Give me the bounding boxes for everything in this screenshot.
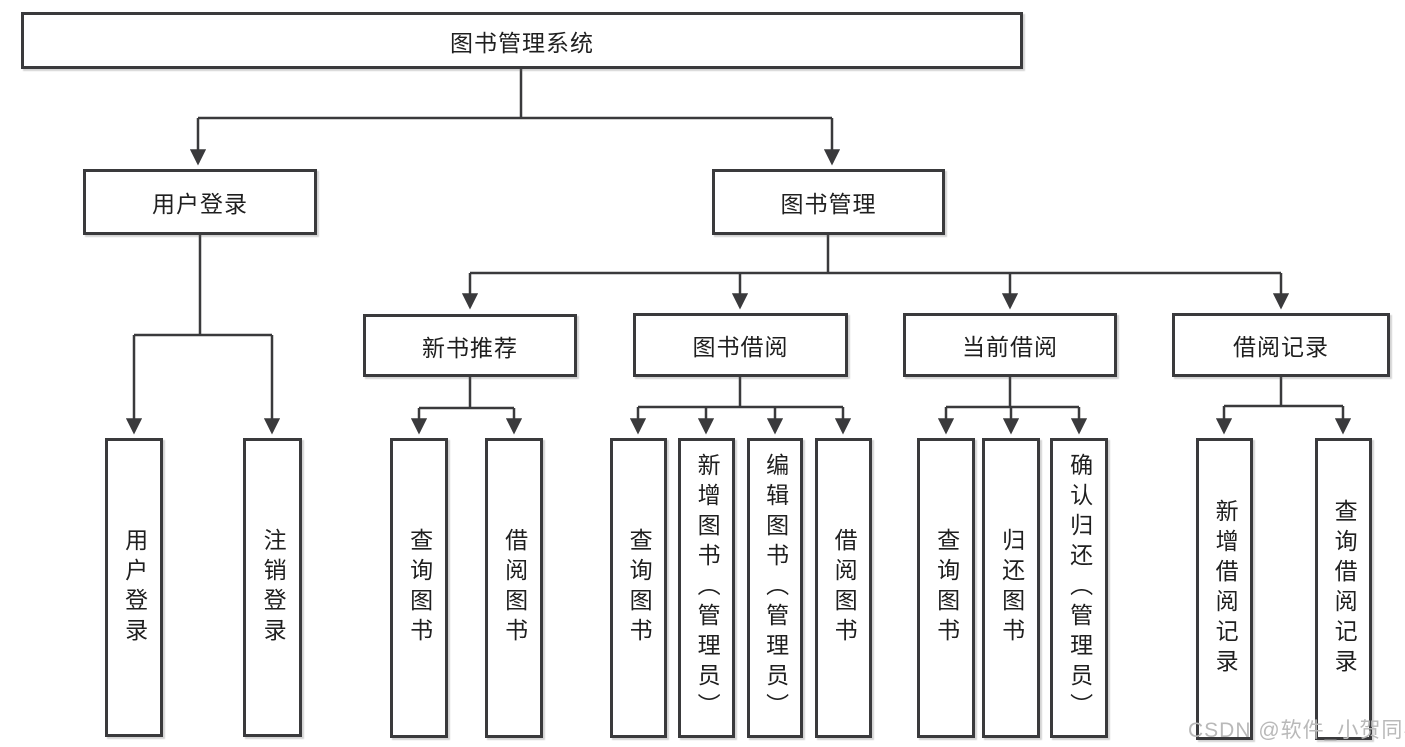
node-user-login-branch: 用户登录 — [83, 169, 317, 235]
node-query-books-borrow: 查询图书 — [610, 438, 667, 738]
node-confirm-return-admin: 确认归还（管理员） — [1050, 438, 1108, 738]
node-query-books-recommend: 查询图书 — [390, 438, 448, 738]
node-book-borrow: 图书借阅 — [633, 313, 848, 377]
node-book-management: 图书管理 — [712, 169, 945, 235]
node-user-login-leaf: 用户登录 — [105, 438, 163, 737]
node-new-book-recommend: 新书推荐 — [363, 314, 577, 377]
csdn-watermark: CSDN @软件_小贺同学 — [1188, 719, 1405, 742]
node-query-borrow-record: 查询借阅记录 — [1315, 438, 1372, 740]
node-edit-book-admin: 编辑图书（管理员） — [747, 438, 803, 738]
node-borrow-books-recommend: 借阅图书 — [485, 438, 543, 738]
node-library-system: 图书管理系统 — [21, 12, 1023, 69]
node-borrow-record: 借阅记录 — [1172, 313, 1390, 377]
node-add-book-admin: 新增图书（管理员） — [678, 438, 735, 738]
node-query-books-current: 查询图书 — [917, 438, 975, 738]
node-logout-leaf: 注销登录 — [243, 438, 302, 737]
node-add-borrow-record: 新增借阅记录 — [1196, 438, 1253, 740]
node-current-borrow: 当前借阅 — [903, 313, 1117, 377]
node-borrow-books-leaf: 借阅图书 — [815, 438, 872, 738]
node-return-book: 归还图书 — [982, 438, 1040, 738]
